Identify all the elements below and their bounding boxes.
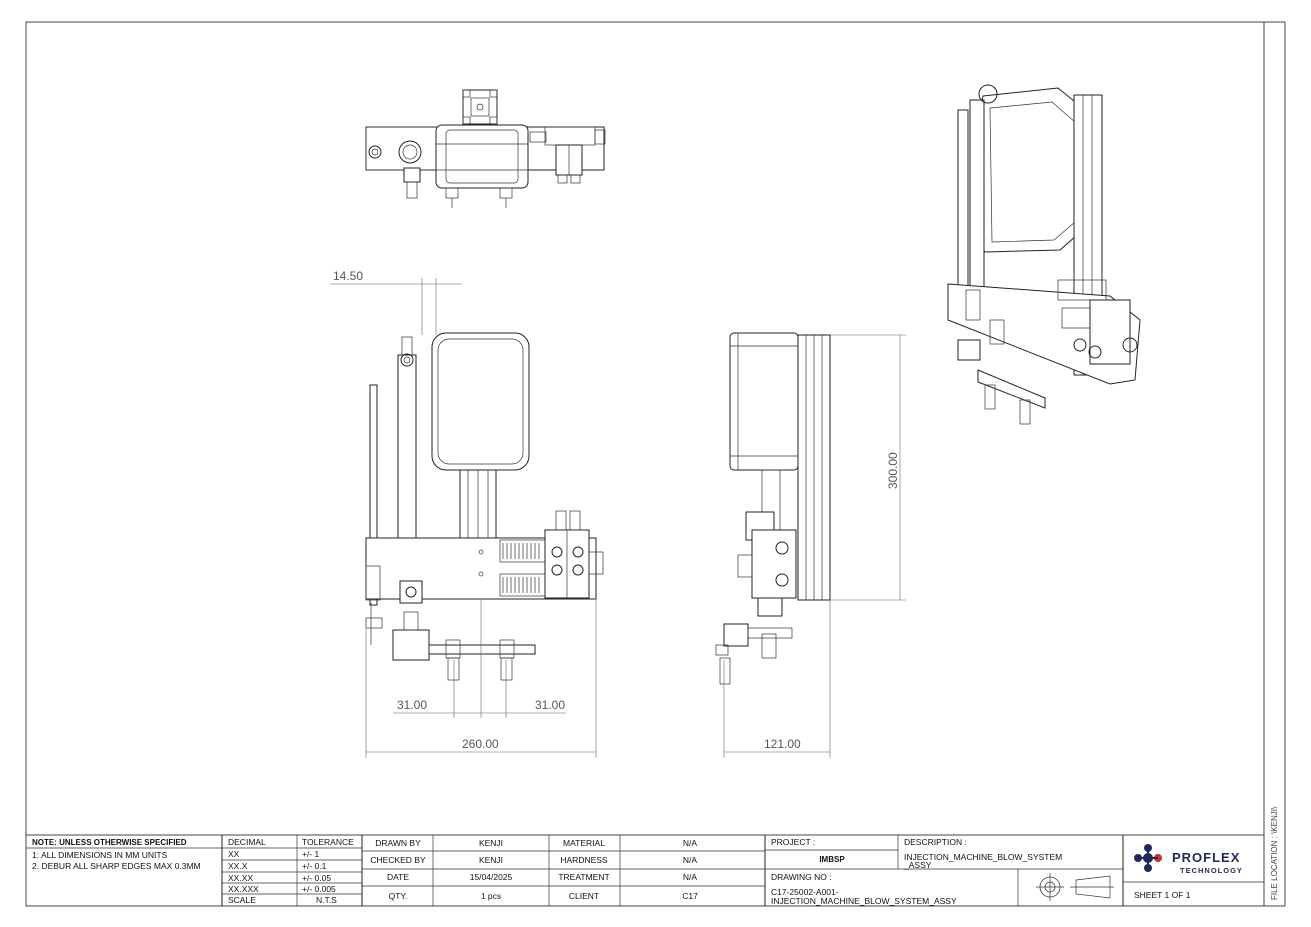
project-value: IMBSP <box>819 855 845 864</box>
proflex-logo-icon <box>1134 844 1162 872</box>
info-value-1: KENJI <box>479 855 503 865</box>
logo-text-bottom: TECHNOLOGY <box>1180 866 1243 875</box>
title-block: NOTE: UNLESS OTHERWISE SPECIFIED 1: ALL … <box>25 834 1265 907</box>
tol-header-decimal: DECIMAL <box>228 837 266 847</box>
description-line1: INJECTION_MACHINE_BLOW_SYSTEM <box>904 852 1062 862</box>
drawing-no-label: DRAWING NO : <box>771 872 832 882</box>
info-label-3: QTY. <box>389 891 408 901</box>
project-label: PROJECT : <box>771 837 815 847</box>
note-2: 2. DEBUR ALL SHARP EDGES MAX 0.3MM <box>32 861 201 871</box>
file-location: FILE LOCATION : \KENJI\ <box>1270 806 1279 900</box>
description-label: DESCRIPTION : <box>904 837 967 847</box>
info-value2-0: N/A <box>683 838 698 848</box>
info-label-2: DATE <box>387 872 409 882</box>
dim-31-left: 31.00 <box>397 698 427 712</box>
tol-value-1: +/- 0.1 <box>302 861 327 871</box>
note-1: 1: ALL DIMENSIONS IN MM UNITS <box>32 850 168 860</box>
tol-value-4: N.T.S <box>316 895 337 905</box>
dim-31-right: 31.00 <box>535 698 565 712</box>
info-label2-2: TREATMENT <box>558 872 609 882</box>
front-view: 14.50 31.00 31.00 260.00 <box>330 269 604 758</box>
info-label-1: CHECKED BY <box>370 855 426 865</box>
sheet-number: SHEET 1 OF 1 <box>1134 890 1191 900</box>
tank-body <box>431 332 530 471</box>
projection-symbol-icon <box>1036 873 1114 901</box>
drawing-no-line2: INJECTION_MACHINE_BLOW_SYSTEM_ASSY <box>771 896 957 906</box>
info-label-0: DRAWN BY <box>375 838 421 848</box>
tol-header-tolerance: TOLERANCE <box>302 837 354 847</box>
tol-decimal-3: XX.XXX <box>228 884 259 894</box>
info-value-0: KENJI <box>479 838 503 848</box>
info-value2-2: N/A <box>683 872 698 882</box>
tol-value-0: +/- 1 <box>302 849 320 859</box>
tol-decimal-1: XX.X <box>228 861 248 871</box>
description-line2: _ASSY <box>903 860 932 870</box>
dim-14-50: 14.50 <box>333 269 363 283</box>
drawing-no-line1: C17-25002-A001- <box>771 887 839 897</box>
info-label2-1: HARDNESS <box>560 855 608 865</box>
tol-decimal-4: SCALE <box>228 895 256 905</box>
dim-260: 260.00 <box>462 737 499 751</box>
info-value2-1: N/A <box>683 855 698 865</box>
extrusion-profile-icon <box>462 89 498 125</box>
isometric-view <box>947 84 1141 425</box>
dim-121: 121.00 <box>764 737 801 751</box>
tol-decimal-0: XX <box>228 849 240 859</box>
tol-value-3: +/- 0.005 <box>302 884 336 894</box>
info-value-2: 15/04/2025 <box>470 872 513 882</box>
info-value2-3: C17 <box>682 891 698 901</box>
logo-text-top: PROFLEX <box>1172 850 1240 865</box>
info-label2-0: MATERIAL <box>563 838 605 848</box>
note-heading: NOTE: UNLESS OTHERWISE SPECIFIED <box>32 838 187 847</box>
side-view: 300.00 121.00 <box>715 332 906 758</box>
top-view <box>365 89 606 208</box>
dim-300: 300.00 <box>886 452 900 489</box>
info-value-3: 1 pcs <box>481 891 501 901</box>
tol-value-2: +/- 0.05 <box>302 873 331 883</box>
tol-decimal-2: XX.XX <box>228 873 253 883</box>
info-label2-3: CLIENT <box>569 891 599 901</box>
